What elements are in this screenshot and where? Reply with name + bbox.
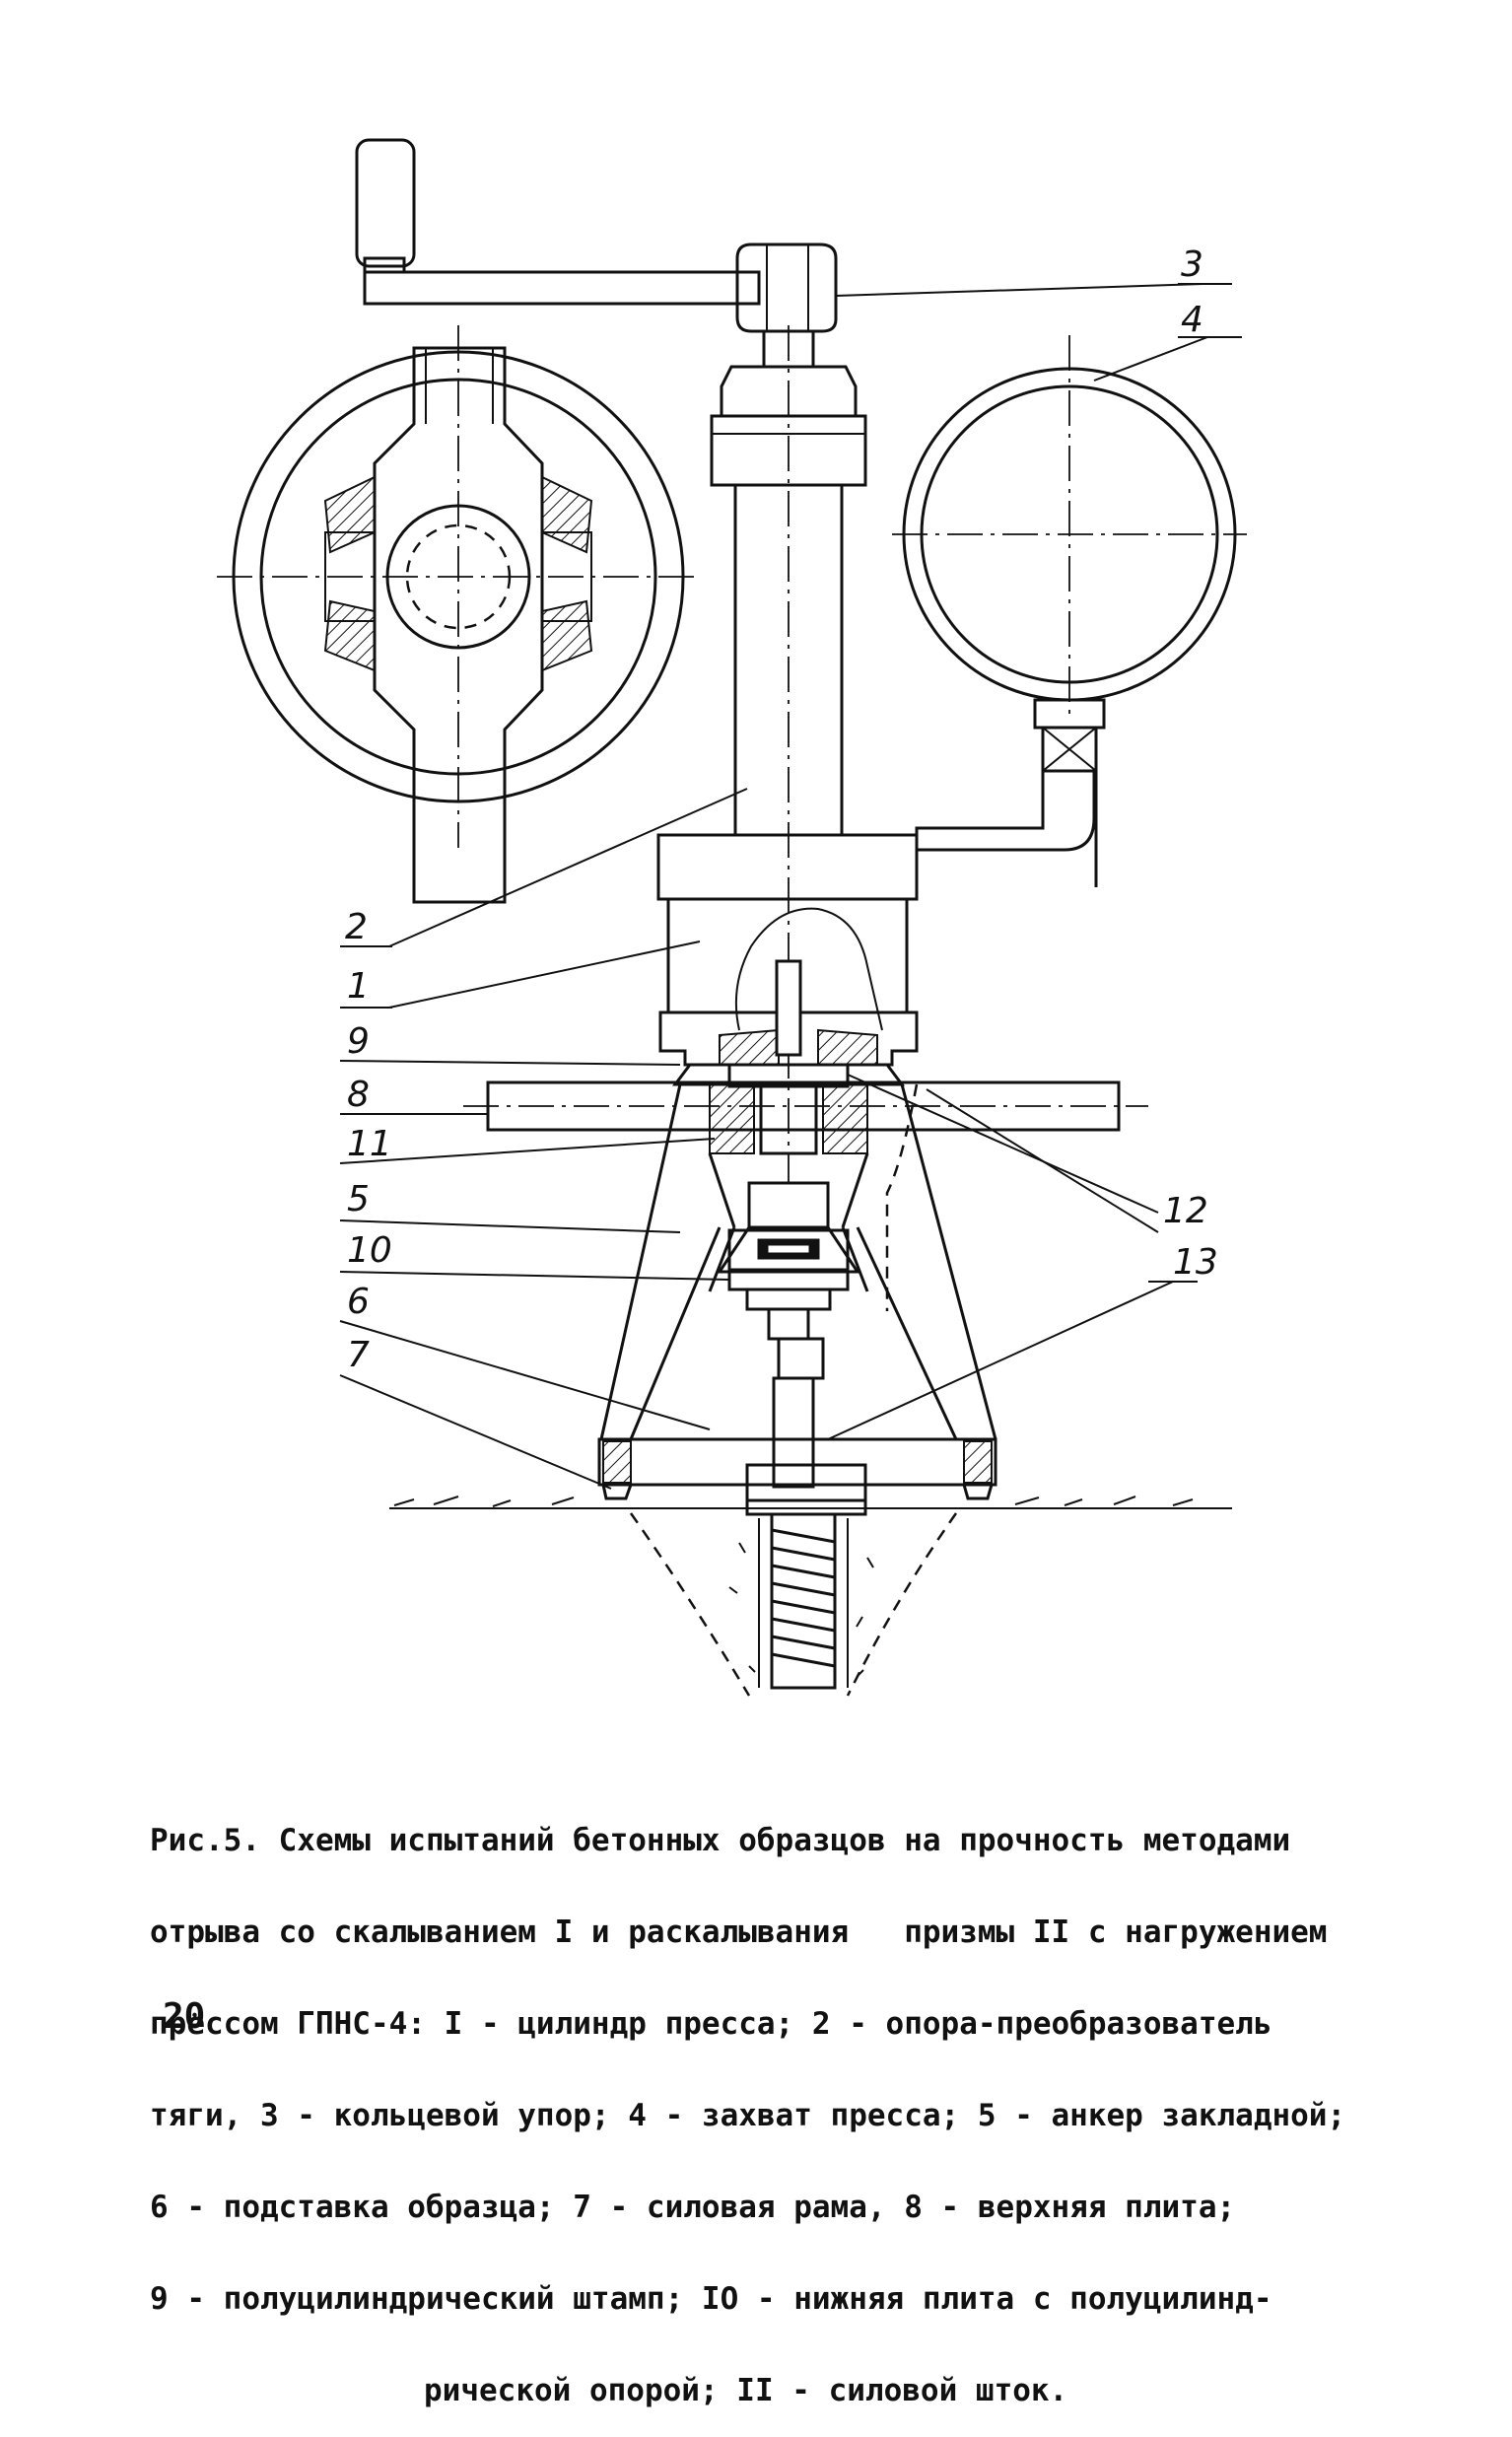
crank-handle	[355, 138, 838, 333]
callout-9: 9	[347, 1021, 370, 1062]
ground-surface	[389, 1496, 1232, 1697]
page-number: 20	[163, 1996, 206, 2037]
caption-line: прессом ГПНС-4: I - цилиндр пресса; 2 - …	[150, 2006, 1272, 2042]
figure-caption: Рис.5. Схемы испытаний бетонных образцов…	[150, 1765, 1421, 2437]
callout-6: 6	[347, 1282, 370, 1322]
top-view-ring	[217, 325, 700, 904]
technical-drawing: 3 4 2 1 9 8 11 5 10 6 7 12 13	[217, 138, 1247, 1697]
callout-11: 11	[347, 1124, 392, 1164]
lower-clamp	[717, 1181, 860, 1489]
caption-line: 6 - подставка образца; 7 - силовая рама,…	[150, 2190, 1236, 2225]
pressure-gauge	[892, 335, 1247, 889]
caption-line: 9 - полуцилиндрический штамп; IO - нижня…	[150, 2281, 1272, 2317]
callout-7: 7	[347, 1335, 370, 1375]
callout-4: 4	[1181, 300, 1203, 340]
callout-12: 12	[1163, 1191, 1208, 1231]
callout-5: 5	[347, 1179, 370, 1219]
caption-line: рической опорой; II - силовой шток.	[424, 2373, 1068, 2408]
callout-3: 3	[1181, 244, 1203, 285]
leader-lines	[339, 283, 1242, 1490]
callout-1: 1	[347, 966, 370, 1007]
upper-plate	[463, 1063, 1148, 1155]
caption-line: Рис.5. Схемы испытаний бетонных образцов…	[150, 1823, 1291, 1858]
callout-8: 8	[347, 1075, 370, 1115]
caption-line: отрыва со скалыванием I и раскалывания п…	[150, 1915, 1328, 1950]
callout-10: 10	[347, 1230, 392, 1271]
base-plate	[597, 1437, 997, 1516]
callout-13: 13	[1173, 1242, 1218, 1283]
callout-2: 2	[345, 907, 368, 947]
callout-numbers: 3 4 2 1 9 8 11 5 10 6 7 12 13	[345, 244, 1218, 1375]
force-frame	[599, 1083, 997, 1440]
caption-line: тяги, 3 - кольцевой упор; 4 - захват пре…	[150, 2098, 1346, 2133]
press-body	[656, 833, 919, 1067]
